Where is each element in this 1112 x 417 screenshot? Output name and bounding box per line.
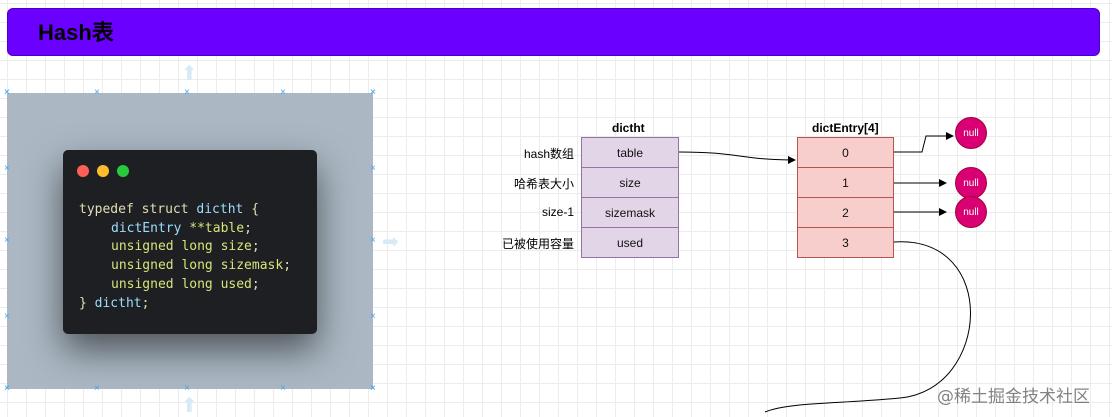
code-type: unsigned long: [111, 239, 213, 255]
selection-handle-icon: ×: [370, 383, 376, 394]
dictht-row-label-size: 哈希表大小: [513, 177, 574, 191]
selection-handle-icon: ×: [280, 383, 286, 394]
code-block: typedef struct dictht { dictEntry **tabl…: [79, 201, 291, 313]
code-punct: ;: [244, 220, 252, 236]
code-field: **table: [189, 220, 245, 236]
selection-handle-icon: ×: [370, 87, 376, 98]
code-field: size: [220, 239, 252, 255]
dictht-title: dictht: [612, 121, 645, 135]
header-title: Hash表: [38, 20, 114, 45]
selection-handle-icon: ×: [184, 87, 190, 98]
selection-handle-icon: ×: [370, 163, 376, 174]
code-type: unsigned long: [111, 258, 213, 274]
code-field: used: [220, 276, 252, 292]
window-maximize-dot-icon: [117, 165, 129, 177]
dictht-cell-used[interactable]: used: [581, 227, 679, 258]
dictht-cell-size[interactable]: size: [581, 167, 679, 198]
code-struct-name: dictht: [94, 295, 142, 311]
selection-handle-icon: ×: [94, 383, 100, 394]
selection-handle-icon: ×: [4, 87, 10, 98]
header-bar: Hash表: [7, 8, 1100, 56]
selection-handle-icon: ×: [370, 311, 376, 322]
entry3-chain-curve: [764, 241, 971, 413]
code-line-4: unsigned long sizemask;: [79, 258, 291, 273]
code-punct: ;: [141, 295, 150, 311]
window-close-dot-icon: [77, 165, 89, 177]
selection-handle-icon: ×: [370, 87, 376, 98]
selection-handle-icon: ×: [4, 311, 10, 322]
code-line-3: unsigned long size;: [79, 239, 260, 254]
code-window: typedef struct dictht { dictEntry **tabl…: [63, 150, 317, 334]
up-arrow-hint-icon: ⬆: [181, 63, 198, 85]
null-node-2[interactable]: null: [955, 196, 987, 228]
code-punct: ;: [251, 239, 260, 255]
selection-handle-icon: ×: [4, 87, 10, 98]
dict-entry-cell-1[interactable]: 1: [797, 167, 894, 198]
selection-handle-icon: ×: [4, 235, 10, 246]
dictht-row-label-sizemask: size-1: [541, 205, 574, 219]
code-line-5: unsigned long used;: [79, 277, 260, 292]
dict-entry-cell-3[interactable]: 3: [797, 227, 894, 258]
selection-handle-icon: ×: [184, 383, 190, 394]
dictht-cell-table[interactable]: table: [581, 137, 679, 168]
dict-entry-title: dictEntry[4]: [812, 121, 879, 135]
dict-entry-cell-0[interactable]: 0: [797, 137, 894, 168]
code-keyword: }: [79, 295, 87, 311]
dictht-row-label-used: 已被使用容量: [501, 237, 574, 251]
right-arrow-hint-icon: ➡: [382, 231, 399, 253]
dictht-cell-sizemask[interactable]: sizemask: [581, 197, 679, 228]
selection-handle-icon: ×: [4, 383, 10, 394]
selection-handle-icon: ×: [370, 235, 376, 246]
code-punct: ;: [283, 258, 292, 274]
code-line-2: dictEntry **table;: [79, 221, 252, 236]
down-arrow-hint-icon: ⬆: [181, 395, 198, 417]
selection-handle-icon: ×: [280, 87, 286, 98]
code-line-1: typedef struct dictht {: [79, 202, 259, 217]
dictht-row-label-table: hash数组: [523, 147, 574, 161]
null-node-0[interactable]: null: [955, 117, 987, 149]
code-field: sizemask: [220, 258, 284, 274]
selection-handle-icon: ×: [370, 383, 376, 394]
selection-handle-icon: ×: [4, 383, 10, 394]
watermark: @稀土掘金技术社区: [937, 387, 1090, 407]
code-type: dictEntry: [111, 220, 182, 236]
selection-handle-icon: ×: [94, 87, 100, 98]
table-to-entry-arrow: [678, 151, 796, 164]
code-keyword: typedef struct: [79, 202, 189, 217]
code-punct: ;: [251, 276, 260, 292]
window-minimize-dot-icon: [97, 165, 109, 177]
selection-handle-icon: ×: [4, 163, 10, 174]
code-type: unsigned long: [111, 276, 213, 292]
code-struct-name: dictht: [196, 202, 244, 217]
code-line-6: } dictht;: [79, 296, 149, 311]
code-punct: {: [243, 202, 260, 217]
entry0-to-null-arrow: [894, 132, 954, 153]
